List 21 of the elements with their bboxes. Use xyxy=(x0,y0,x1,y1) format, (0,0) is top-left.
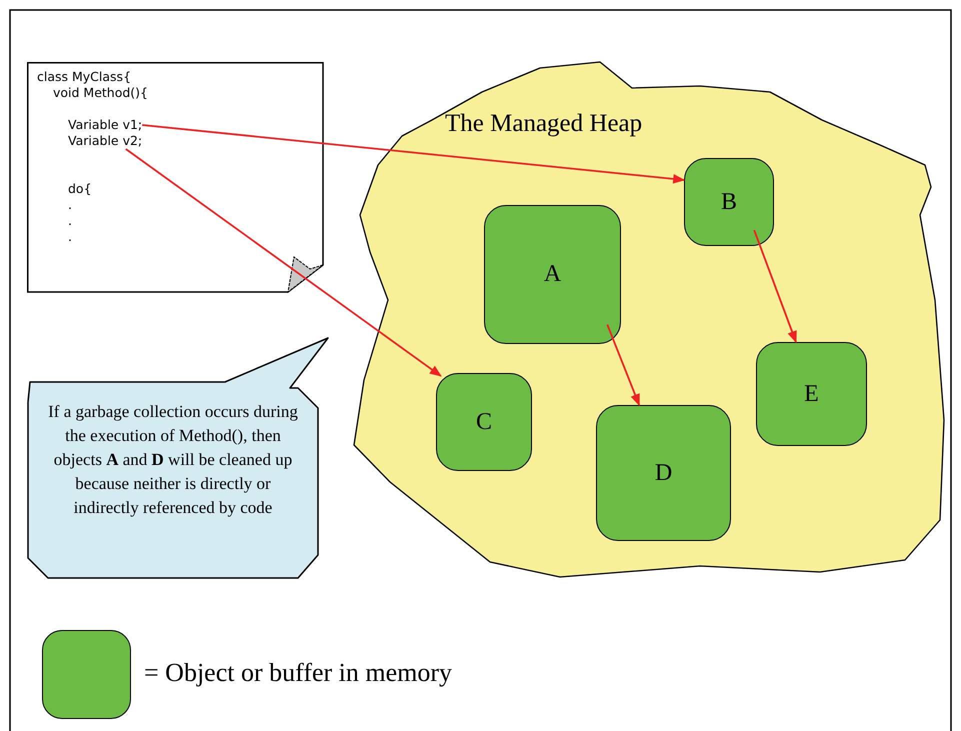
heap-title: The Managed Heap xyxy=(445,110,642,138)
code-line: . xyxy=(68,213,72,229)
arrow xyxy=(142,124,686,184)
code-line: do{ xyxy=(68,181,92,197)
object-box: C xyxy=(436,373,532,471)
legend-text: = Object or buffer in memory xyxy=(144,658,452,688)
code-line: void Method(){ xyxy=(53,85,148,101)
code-line: . xyxy=(68,197,72,213)
code-line: Variable v1; xyxy=(68,117,142,133)
code-line: class MyClass{ xyxy=(37,69,132,85)
code-note xyxy=(27,62,324,293)
code-line: . xyxy=(68,229,72,245)
callout-text: If a garbage collection occurs during the execution of Method(), then objects A and D will be cleaned up because neither is directly or indirectly referenced by code xyxy=(47,401,299,519)
object-box: D xyxy=(596,405,731,541)
object-box: E xyxy=(756,342,867,446)
arrow xyxy=(753,230,797,344)
object-box: B xyxy=(684,158,774,246)
object-box: A xyxy=(484,205,621,344)
code-line: Variable v2; xyxy=(68,133,142,149)
arrow xyxy=(125,148,442,377)
arrow xyxy=(606,324,640,406)
